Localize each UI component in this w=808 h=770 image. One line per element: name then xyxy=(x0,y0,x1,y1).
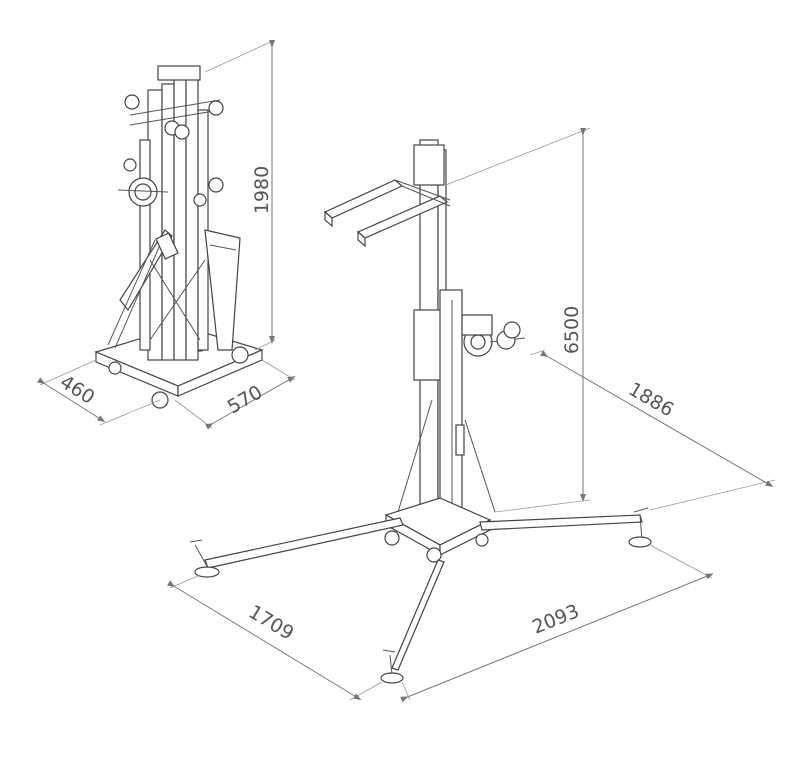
folded-width-label: 570 xyxy=(224,381,266,418)
max-height-label: 6500 xyxy=(561,306,583,354)
leg-span-left-label: 1709 xyxy=(245,601,298,645)
leg-span-back-dimension: 1886 xyxy=(529,349,776,511)
folded-height-dimension: 1980 xyxy=(204,39,276,351)
leg-span-front-label: 2093 xyxy=(529,600,582,639)
folded-lift xyxy=(94,65,264,409)
leg-span-front-dimension: 2093 xyxy=(400,544,714,703)
max-height-dimension: 6500 xyxy=(445,127,591,513)
folded-depth-label: 460 xyxy=(56,371,98,409)
leg-span-left-dimension: 1709 xyxy=(167,574,383,701)
leg-span-back-label: 1886 xyxy=(625,378,678,421)
extended-lift xyxy=(189,139,652,684)
folded-height-label: 1980 xyxy=(251,166,273,214)
